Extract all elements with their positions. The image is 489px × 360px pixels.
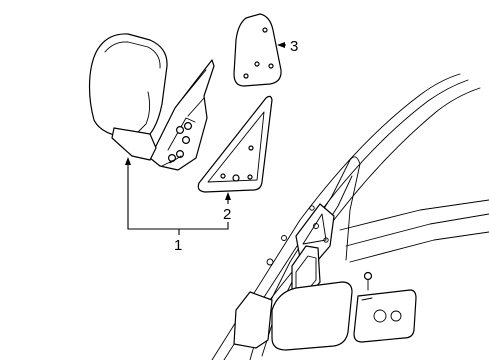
mount-bolt <box>182 136 191 145</box>
cover-hole <box>268 63 274 69</box>
mount-bolt <box>184 121 193 130</box>
vehicle-body <box>211 73 489 360</box>
mount-bolt <box>176 150 185 159</box>
door-pull-pocket <box>271 281 353 351</box>
mount-bolt <box>176 125 185 134</box>
seal-hole <box>232 174 240 182</box>
cover-hole <box>243 73 249 79</box>
seal-hole <box>248 145 254 151</box>
cover-hole <box>262 27 268 33</box>
cover-hole <box>254 61 260 67</box>
mirror-mount-arm <box>149 59 215 171</box>
switch-plate <box>353 289 417 343</box>
seal-hole <box>247 174 253 180</box>
callout-1-arrow <box>125 157 131 165</box>
callout-2-arrow <box>225 192 231 200</box>
callout-1-label: 1 <box>174 237 182 254</box>
mirror-housing-base <box>111 127 157 161</box>
door-lower-panel <box>233 291 273 349</box>
sail-panel-seal <box>197 95 273 193</box>
mirror-cover-plate <box>233 13 282 87</box>
lock-knob-icon <box>363 271 373 281</box>
callout-2-label: 2 <box>223 206 231 223</box>
callout-3-label: 3 <box>290 38 298 55</box>
mirror-assembly <box>88 33 215 171</box>
seal-hole <box>220 173 226 179</box>
callout-leaders <box>125 42 286 235</box>
mirror-housing <box>88 33 168 141</box>
callout-3-arrow <box>277 42 285 48</box>
